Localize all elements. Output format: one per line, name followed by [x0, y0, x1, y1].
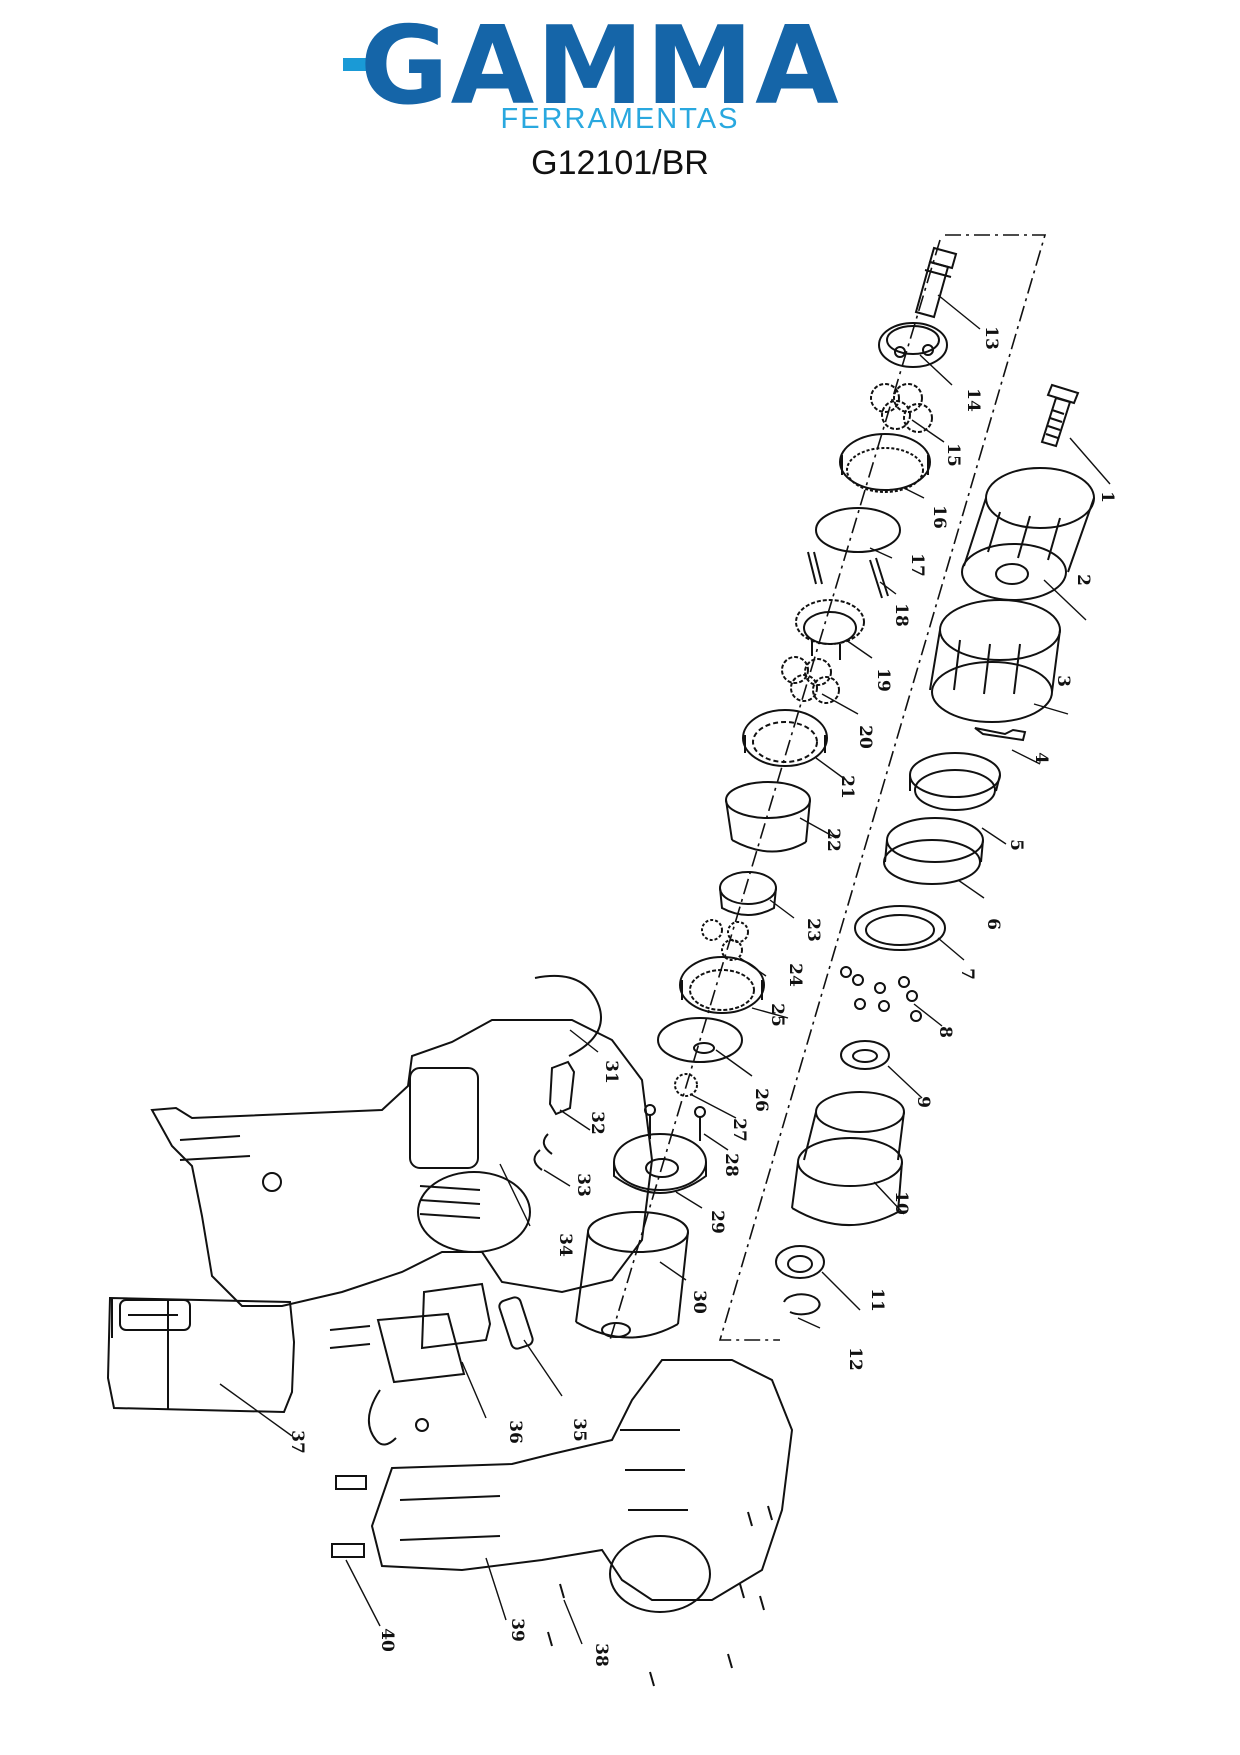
part-number-label: 23 [803, 918, 823, 942]
part-number-label: 11 [867, 1288, 887, 1312]
part-30-motor [575, 1211, 689, 1339]
part-number-label: 12 [845, 1347, 865, 1371]
part-number-label: 19 [873, 668, 893, 692]
part-26-washer [657, 1017, 743, 1063]
part-36-switch [329, 1282, 492, 1446]
part-number-label: 24 [785, 963, 805, 987]
part-11-washer [775, 1245, 825, 1279]
brand-logo: GAMMA [360, 4, 841, 129]
part-number-label: 27 [729, 1118, 749, 1142]
part-25-ring-gear [679, 956, 765, 1014]
assembly-axis-line [718, 234, 1047, 1341]
part-8-balls [840, 966, 922, 1022]
part-17-o-ring [815, 507, 901, 553]
part-number-label: 4 [1031, 752, 1051, 764]
part-number-label: 14 [963, 388, 983, 412]
part-6-torque-ring [883, 817, 984, 885]
part-35-contact-cover [498, 1296, 534, 1350]
part-number-label: 13 [981, 326, 1001, 350]
logo-dash-mark [343, 58, 369, 71]
part-39-housing-right [370, 1359, 794, 1613]
part-number-label: 18 [891, 603, 911, 627]
part-18-pins [807, 551, 889, 599]
part-number-label: 6 [983, 918, 1003, 930]
part-38-screws [547, 1505, 773, 1687]
part-number-label: 16 [929, 505, 949, 529]
part-number-label: 31 [601, 1060, 621, 1084]
part-21-ring-gear [742, 709, 828, 767]
part-34-housing-left [150, 1019, 654, 1307]
part-number-label: 3 [1053, 675, 1073, 687]
part-23-sun-carrier [719, 871, 777, 916]
part-number-label: 5 [1006, 839, 1026, 851]
part-27-pinion [674, 1073, 698, 1097]
part-9-bushing [840, 1040, 890, 1070]
part-number-label: 10 [891, 1191, 911, 1215]
part-37-battery [106, 1296, 296, 1414]
part-29-motor-plate [613, 1133, 707, 1194]
part-16-ring-gear [839, 433, 931, 493]
part-number-label: 21 [837, 775, 857, 799]
part-7-clutch-plate [854, 905, 946, 951]
assembly-axis-line [609, 239, 941, 1341]
part-number-label: 40 [377, 1628, 397, 1652]
part-number-label: 29 [707, 1210, 727, 1234]
part-24-planet-gears [701, 919, 749, 961]
part-number-label: 35 [569, 1418, 589, 1442]
part-10-gearbox-housing [791, 1091, 905, 1227]
part-number-label: 26 [751, 1088, 771, 1112]
part-3-chuck-body [929, 599, 1061, 723]
part-number-label: 25 [767, 1003, 787, 1027]
part-number-label: 1 [1097, 491, 1117, 503]
part-4-clip [974, 727, 1027, 742]
model-number: G12101/BR [531, 144, 709, 182]
part-number-label: 9 [913, 1096, 933, 1108]
part-number-label: 7 [957, 968, 977, 980]
part-number-label: 22 [823, 828, 843, 852]
part-20-planet-gears [781, 656, 840, 704]
part-labels: 1234567891011121314151617181920212223242… [287, 326, 1117, 1667]
part-number-label: 32 [587, 1111, 607, 1135]
part-33-spring [533, 1133, 553, 1171]
leader-lines [219, 294, 1111, 1645]
part-13-spindle [914, 246, 958, 319]
part-number-label: 20 [855, 725, 875, 749]
part-number-label: 33 [573, 1173, 593, 1197]
part-number-label: 37 [287, 1430, 307, 1454]
part-32-switch-lever [548, 1060, 576, 1116]
part-number-label: 2 [1073, 574, 1093, 586]
part-number-label: 17 [907, 553, 927, 577]
part-number-label: 39 [507, 1618, 527, 1642]
brand-subtitle: FERRAMENTAS [500, 103, 740, 135]
part-22-sleeve [725, 781, 811, 853]
part-number-label: 38 [591, 1643, 611, 1667]
part-number-label: 15 [943, 443, 963, 467]
part-31-spring-clip [534, 974, 602, 1057]
part-14-carrier [878, 322, 948, 368]
part-1-bolt [1040, 383, 1080, 448]
part-number-label: 36 [505, 1420, 525, 1444]
part-number-label: 8 [935, 1026, 955, 1038]
part-19-carrier [795, 599, 865, 660]
part-40-brackets [331, 1475, 367, 1558]
part-12-retaining-ring [783, 1293, 821, 1316]
part-number-label: 34 [555, 1233, 575, 1257]
part-number-label: 28 [721, 1153, 741, 1177]
part-15-planet-gears [870, 383, 933, 433]
brand-header: GAMMA FERRAMENTAS G12101/BR [0, 0, 1240, 200]
part-5-collar [909, 752, 1001, 811]
part-2-chuck-sleeve [961, 467, 1095, 601]
part-number-label: 30 [689, 1290, 709, 1314]
